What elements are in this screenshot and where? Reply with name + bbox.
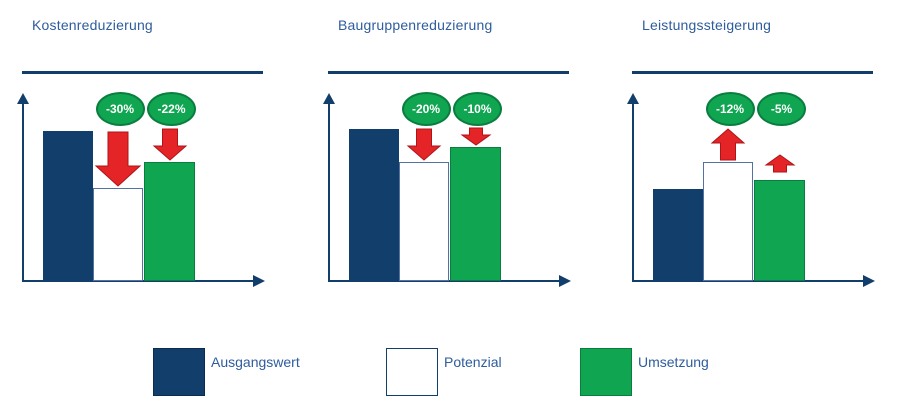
x-axis-arrow-icon — [863, 275, 875, 287]
change-badge: -22% — [147, 92, 196, 126]
panel-title: Kostenreduzierung — [32, 17, 153, 33]
y-axis — [632, 103, 634, 282]
y-axis — [22, 103, 24, 282]
change-badge: -30% — [95, 92, 145, 126]
bar-potenzial — [93, 188, 143, 281]
change-badge: -10% — [453, 92, 502, 126]
bar-plot: -20% -10% — [306, 0, 606, 310]
x-axis — [328, 280, 560, 282]
bar-potenzial — [703, 162, 753, 281]
badge-label: -20% — [411, 102, 440, 116]
title-divider — [632, 71, 873, 74]
badge-label: -30% — [105, 102, 134, 116]
y-axis-arrow-icon — [627, 93, 639, 104]
chart-panel-baugruppenreduzierung: Baugruppenreduzierung -20% -10% — [306, 0, 606, 310]
bar-umsetzung — [754, 180, 805, 281]
bar-umsetzung — [144, 162, 195, 281]
change-arrow-down-icon — [406, 128, 442, 161]
legend-swatch-umsetzung — [580, 348, 632, 396]
badge-label: -5% — [770, 102, 793, 116]
x-axis — [632, 280, 864, 282]
x-axis-arrow-icon — [559, 275, 571, 287]
bar-plot: -30% -22% — [0, 0, 300, 310]
change-badge: -5% — [757, 92, 806, 126]
bar-ausgangswert — [43, 131, 93, 281]
chart-panel-kostenreduzierung: Kostenreduzierung -30% -22% — [0, 0, 300, 310]
change-arrow-down-icon — [152, 128, 187, 161]
bar-umsetzung — [450, 147, 501, 281]
change-arrow-up-icon — [710, 128, 746, 161]
legend-label: Potenzial — [444, 354, 502, 370]
badge-label: -12% — [715, 102, 744, 116]
change-arrow-down-icon — [94, 131, 142, 187]
x-axis — [22, 280, 254, 282]
title-divider — [22, 71, 263, 74]
bar-ausgangswert — [349, 129, 399, 281]
x-axis-arrow-icon — [253, 275, 265, 287]
legend-swatch-potenzial — [386, 348, 438, 396]
y-axis-arrow-icon — [323, 93, 335, 104]
title-divider — [328, 71, 569, 74]
legend-label: Umsetzung — [638, 354, 709, 370]
change-badge: -20% — [401, 92, 451, 126]
change-arrow-up-icon — [763, 154, 796, 173]
bar-plot: -12% -5% — [610, 0, 900, 310]
y-axis-arrow-icon — [17, 93, 29, 104]
change-arrow-down-icon — [459, 127, 492, 146]
badge-label: -22% — [157, 102, 186, 116]
change-badge: -12% — [705, 92, 755, 126]
legend-label: Ausgangswert — [211, 354, 300, 370]
y-axis — [328, 103, 330, 282]
badge-label: -10% — [463, 102, 492, 116]
chart-panel-leistungssteigerung: Leistungssteigerung -12% -5% — [610, 0, 900, 310]
bar-potenzial — [399, 162, 449, 281]
legend-swatch-ausgangswert — [153, 348, 205, 396]
panel-title: Leistungssteigerung — [642, 17, 772, 33]
panel-title: Baugruppenreduzierung — [338, 17, 493, 33]
bar-ausgangswert — [653, 189, 703, 281]
